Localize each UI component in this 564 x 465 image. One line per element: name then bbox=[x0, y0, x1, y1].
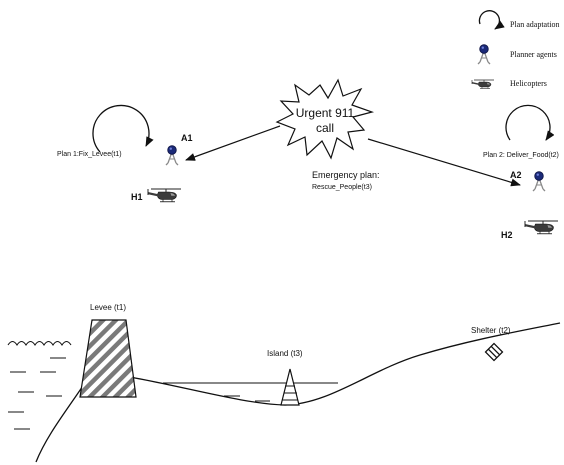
agent-a2-label: A2 bbox=[510, 170, 522, 180]
plan1-label: Plan 1:Fix_Levee(t1) bbox=[57, 151, 122, 158]
emergency-plan-label: Emergency plan: bbox=[312, 170, 380, 180]
plan-adaptation-loop-a2 bbox=[505, 104, 555, 141]
terrain: Levee (t1) Island (t3) Shelter (t2) bbox=[7, 303, 561, 463]
emergency-plan-task: Rescue_People(t3) bbox=[312, 184, 372, 191]
starburst-shape bbox=[275, 78, 375, 160]
agent-a2-icon bbox=[532, 171, 546, 192]
helicopter-h1-label: H1 bbox=[131, 192, 143, 202]
sea-waves bbox=[7, 340, 72, 347]
legend: Plan adaptation Planner agents Helicopte… bbox=[471, 10, 560, 89]
event-text-line1: Urgent 911 bbox=[296, 106, 355, 120]
arrow-to-a1 bbox=[185, 125, 281, 161]
legend-planner-agents: Planner agents bbox=[510, 50, 557, 59]
levee-label: Levee (t1) bbox=[90, 303, 126, 312]
legend-plan-adaptation: Plan adaptation bbox=[510, 20, 560, 29]
legend-helicopters: Helicopters bbox=[510, 79, 547, 88]
water-strokes bbox=[8, 357, 66, 430]
urgent-911-call-event: Urgent 911 call bbox=[275, 78, 375, 160]
helicopter-h2-icon bbox=[524, 220, 559, 235]
shelter-icon bbox=[484, 342, 504, 362]
helicopter-icon bbox=[471, 79, 495, 89]
event-text-line2: call bbox=[316, 121, 334, 135]
island-label: Island (t3) bbox=[267, 349, 303, 358]
helicopter-h1-icon bbox=[147, 188, 182, 203]
agent-a1-icon bbox=[165, 145, 179, 166]
island-tower-icon bbox=[280, 368, 300, 406]
valley-water-strokes bbox=[224, 395, 270, 402]
plan-adaptation-loop-a1 bbox=[92, 104, 154, 153]
agent-icon bbox=[477, 44, 491, 65]
arrow-to-a2 bbox=[367, 138, 521, 187]
circular-arrow-icon bbox=[478, 10, 505, 30]
helicopter-h2-label: H2 bbox=[501, 230, 513, 240]
shelter-label: Shelter (t2) bbox=[471, 326, 511, 335]
levee-shape bbox=[79, 319, 137, 398]
plan2-label: Plan 2: Deliver_Food(t2) bbox=[483, 152, 559, 159]
agent-a1-label: A1 bbox=[181, 133, 193, 143]
